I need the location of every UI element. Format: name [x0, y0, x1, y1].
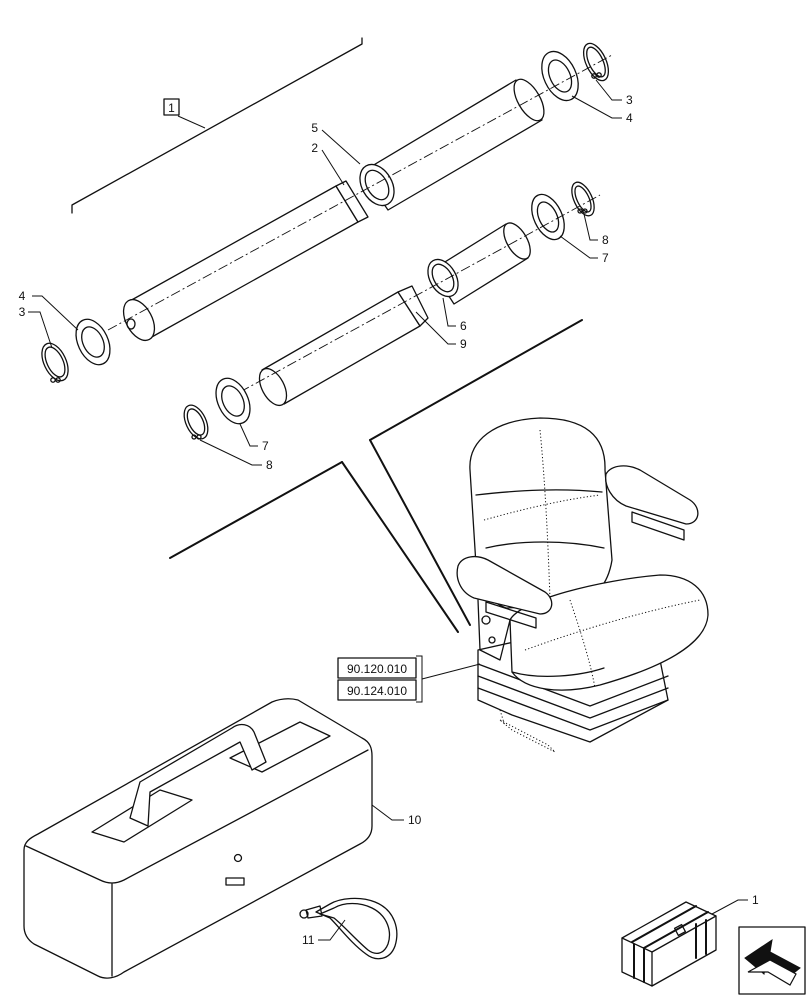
- callout-10: 10: [408, 813, 422, 827]
- callout-7-upper: 7: [602, 251, 609, 265]
- reference-90-120-010: 90.120.010: [347, 662, 407, 676]
- reference-box-1: [337, 657, 417, 679]
- callout-3-top: 3: [626, 93, 633, 107]
- callout-5: 5: [311, 121, 318, 135]
- callout-leaders: [28, 79, 748, 941]
- callout-9: 9: [460, 337, 467, 351]
- operator-seat: [456, 417, 709, 753]
- callout-4-top: 4: [626, 111, 633, 125]
- callout-7-lower: 7: [262, 439, 269, 453]
- callout-6: 6: [460, 319, 467, 333]
- reference-box-2: [337, 679, 417, 701]
- detail-pointer: [169, 319, 583, 633]
- callout-4-left: 4: [19, 289, 26, 303]
- callout-11: 11: [302, 933, 315, 947]
- toolbox: [23, 698, 373, 979]
- crate-icon: [621, 901, 717, 987]
- callout-1: 1: [752, 893, 759, 907]
- callout-3-left: 3: [19, 305, 26, 319]
- lower-cylinder-assembly: [183, 181, 601, 440]
- upper-cylinder-assembly: [41, 42, 613, 383]
- callout-numbers: 5 2 4 3 3 4 8 7 6 9 7 8 10 11 1: [19, 93, 759, 947]
- reference-90-124-010: 90.124.010: [347, 684, 407, 698]
- kit-bracket: 1: [71, 37, 363, 214]
- kit-label: 1: [168, 101, 175, 115]
- strap: [299, 897, 398, 960]
- callout-2: 2: [311, 141, 318, 155]
- callout-8-lower: 8: [266, 458, 273, 472]
- arrow-back-icon[interactable]: [738, 926, 806, 995]
- reference-boxes: 90.120.010 90.124.010: [337, 655, 481, 703]
- callout-8-upper: 8: [602, 233, 609, 247]
